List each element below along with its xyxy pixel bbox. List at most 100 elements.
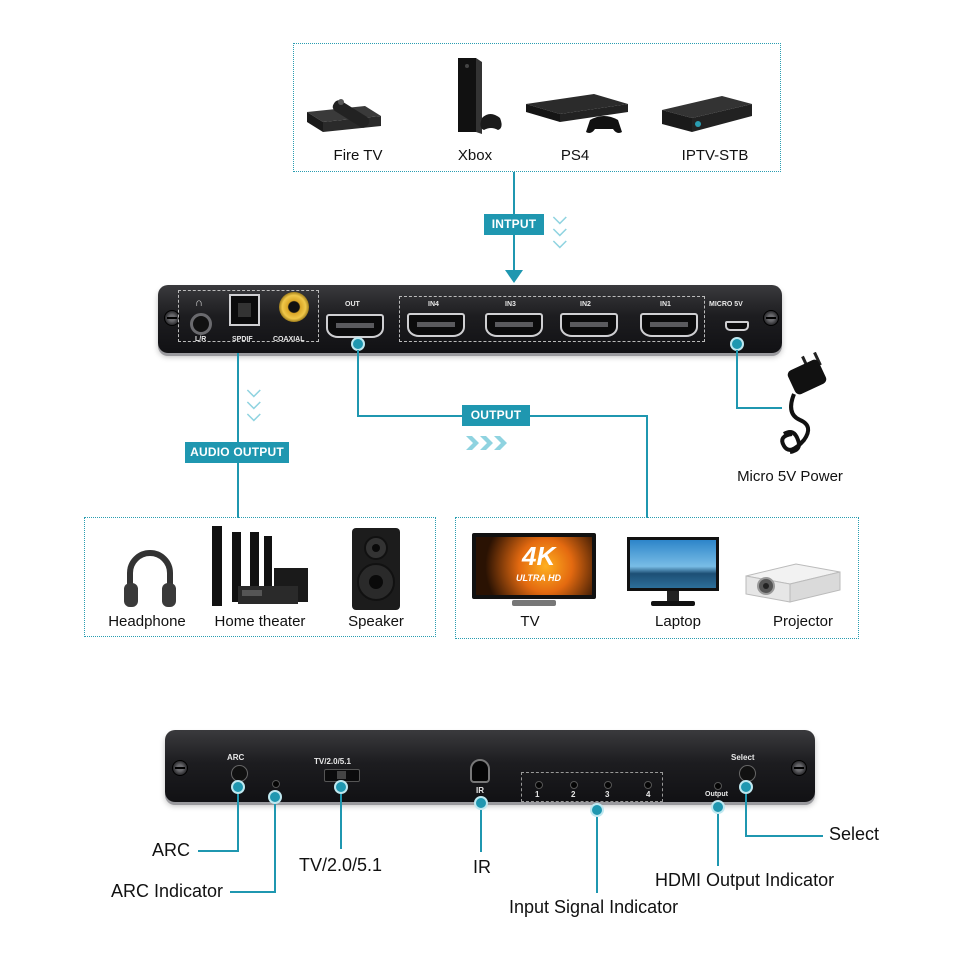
input-chevrons-icon: ⌵⌵⌵ [553,208,567,252]
input-led-1-label: 1 [535,790,540,799]
power-port-marker [730,337,744,351]
tv-4k-text: 4K [522,541,556,571]
fire-tv-icon [305,92,417,137]
hdmi-out-port [326,314,384,338]
display-devices-box [455,517,859,639]
power-line-v [736,350,738,408]
audio-chevrons-icon: ⌵⌵⌵ [247,381,261,425]
power-adapter-icon [762,351,842,462]
callout-arc: ARC [152,840,191,860]
in4-label: IN4 [428,301,439,308]
home-theater-icon [208,524,312,612]
laptop-icon [627,537,719,609]
arc-indicator-callout-line-h [230,891,276,893]
projector-icon [744,560,842,606]
sources-box [293,43,781,172]
input-led-3 [604,781,612,789]
output-chevrons-icon [466,436,514,450]
coaxial-port [279,292,309,322]
ir-window [470,759,490,783]
callout-input-signal: Input Signal Indicator [509,897,679,917]
screw-icon [164,310,180,326]
micro5v-label: MICRO 5V [709,301,743,308]
audio-port-group [178,290,319,342]
in2-label: IN2 [580,301,591,308]
select-callout-line-h [745,835,823,837]
arc-callout-line-v [237,794,239,851]
callout-arc-indicator: ARC Indicator [111,881,224,901]
ir-panel-label: IR [476,786,484,795]
in1-label: IN1 [660,301,671,308]
ps4-icon [524,92,634,137]
input-arrow-icon [505,270,523,284]
callout-ir: IR [473,857,491,877]
hdmi-output-callout-dot [711,800,725,814]
source-label-xbox: Xbox [457,147,493,164]
source-label-fire-tv: Fire TV [333,147,383,164]
out-port-marker [351,337,365,351]
output-panel-label: Output [705,791,728,798]
hdmi-in2-port [560,313,618,337]
source-label-ps4: PS4 [560,147,590,164]
power-label: Micro 5V Power [737,468,843,485]
arc-indicator-callout-line-v [274,804,276,892]
audio-label-headphone: Headphone [108,613,186,630]
output-tag: OUTPUT [462,405,530,426]
spdif-label: SPDIF [232,336,253,343]
hdmi-in4-port [407,313,465,337]
hdmi-output-callout-line [717,814,719,866]
input-led-4-label: 4 [646,790,651,799]
display-label-laptop: Laptop [655,613,701,630]
input-led-group [521,772,663,802]
micro-usb-port [725,321,749,331]
arc-indicator-callout-dot [268,790,282,804]
hdmi-in1-port [640,313,698,337]
input-signal-callout-line [596,817,598,893]
hdmi-in3-port [485,313,543,337]
coaxial-label: COAXIAL [273,336,305,343]
out-label: OUT [345,301,360,308]
input-signal-callout-dot [590,803,604,817]
display-label-projector: Projector [772,613,834,630]
screw-icon [791,760,807,776]
mode-callout-dot [334,780,348,794]
output-line-down [646,415,648,518]
audio-output-tag: AUDIO OUTPUT [185,442,289,463]
power-line-h [736,407,782,409]
tv-screen: 4K ULTRA HD [472,533,596,599]
headphone-port-icon: ∩ [195,297,203,309]
arc-indicator-led [272,780,280,788]
audio-line [237,353,239,518]
input-led-1 [535,781,543,789]
select-callout-dot [739,780,753,794]
audio-label-speaker: Speaker [348,613,404,630]
tv-icon: 4K ULTRA HD [472,533,596,609]
ir-callout-dot [474,796,488,810]
iptv-stb-icon [660,92,754,137]
input-led-2-label: 2 [571,790,576,799]
lr-jack [190,313,212,335]
in3-label: IN3 [505,301,516,308]
tv-stand [512,600,556,606]
callout-select: Select [829,824,880,844]
mode-panel-label: TV/2.0/5.1 [314,757,351,766]
input-tag: INTPUT [484,214,544,235]
audio-label-home-theater: Home theater [214,613,306,630]
ir-callout-line [480,810,482,852]
callout-hdmi-output: HDMI Output Indicator [655,870,835,890]
select-callout-line-v [745,794,747,836]
callout-mode-switch: TV/2.0/5.1 [299,855,383,875]
tv-ultra-hd-text: ULTRA HD [516,573,561,583]
mode-callout-line [340,794,342,849]
lr-label: L/R [195,336,207,343]
arc-panel-label: ARC [227,753,245,762]
input-port-group [399,296,705,342]
input-led-4 [644,781,652,789]
select-panel-label: Select [731,753,755,762]
speaker-icon [350,526,402,612]
spdif-port [229,294,260,326]
display-label-tv: TV [520,613,540,630]
input-led-3-label: 3 [605,790,610,799]
hdmi-output-led [714,782,722,790]
screw-icon [763,310,779,326]
